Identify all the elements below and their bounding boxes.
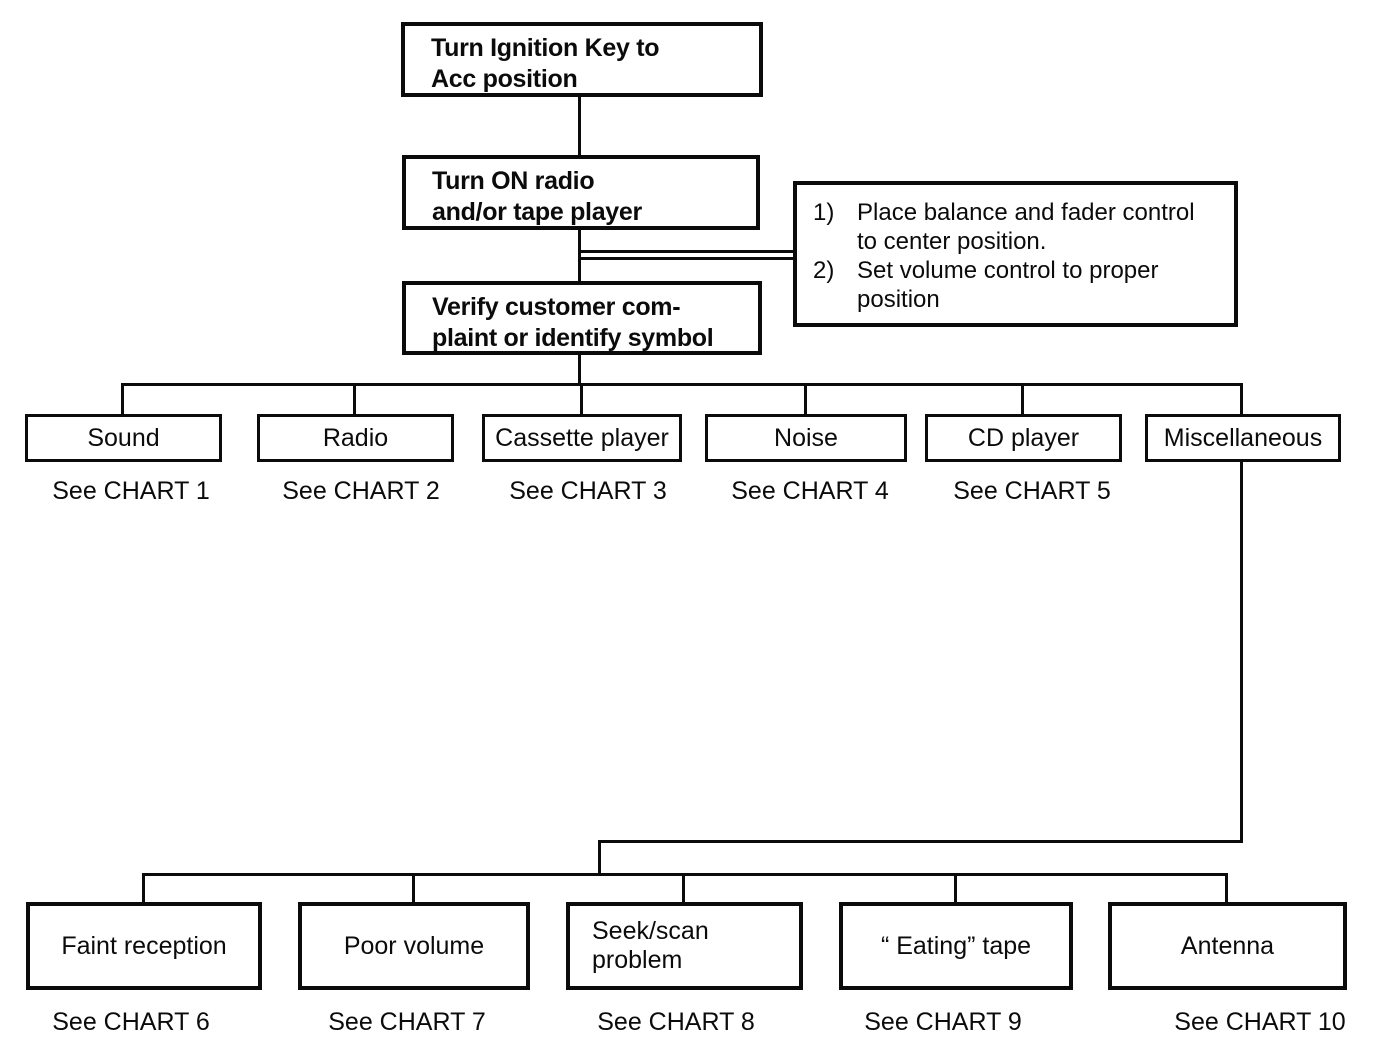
flow-box-seek-scan-problem: Seek/scan problem: [566, 902, 803, 990]
connector-line: [142, 873, 145, 902]
connector-line: [1225, 873, 1228, 902]
flow-box-miscellaneous: Miscellaneous: [1145, 414, 1341, 462]
connector-line: [412, 873, 415, 902]
see-chart-5-label: See CHART 5: [953, 477, 1111, 505]
connector-line: [1240, 460, 1243, 840]
connector-line: [954, 873, 957, 902]
flow-box-eating-tape: “ Eating” tape: [839, 902, 1073, 990]
flow-box-faint-reception: Faint reception: [26, 902, 262, 990]
flow-box-cassette-player: Cassette player: [482, 414, 682, 462]
flow-box-turn-ignition-key: Turn Ignition Key to Acc position: [401, 22, 763, 97]
connector-line: [1240, 383, 1243, 414]
see-chart-2-label: See CHART 2: [282, 477, 440, 505]
flow-box-preparation-note: 1) Place balance and fader control to ce…: [793, 181, 1238, 327]
connector-line: [142, 873, 1228, 876]
connector-line: [578, 354, 581, 383]
connector-line: [682, 873, 685, 902]
see-chart-8-label: See CHART 8: [597, 1008, 755, 1036]
connector-line: [598, 840, 601, 873]
note-item-number: 2): [813, 257, 835, 284]
connector-line: [121, 383, 124, 414]
see-chart-6-label: See CHART 6: [52, 1008, 210, 1036]
flow-box-antenna: Antenna: [1108, 902, 1347, 990]
flow-box-radio: Radio: [257, 414, 454, 462]
connector-line: [598, 840, 1243, 843]
note-item-text: Place balance and fader control to cente…: [857, 199, 1195, 255]
flow-box-turn-on-radio: Turn ON radio and/or tape player: [402, 155, 760, 230]
flow-box-poor-volume: Poor volume: [298, 902, 530, 990]
flow-box-cd-player: CD player: [925, 414, 1122, 462]
connector-line: [353, 383, 356, 414]
see-chart-7-label: See CHART 7: [328, 1008, 486, 1036]
connector-line: [804, 383, 807, 414]
connector-line: [578, 230, 581, 281]
connector-line: [580, 383, 583, 414]
flow-box-sound: Sound: [25, 414, 222, 462]
note-item-1: 1) Place balance and fader control to ce…: [813, 198, 1230, 256]
note-item-text: Set volume control to proper position: [857, 257, 1159, 313]
see-chart-1-label: See CHART 1: [52, 477, 210, 505]
connector-line: [578, 96, 581, 155]
flow-box-verify-complaint: Verify customer com- plaint or identify …: [402, 281, 762, 355]
connector-line: [580, 250, 794, 253]
see-chart-9-label: See CHART 9: [864, 1008, 1022, 1036]
see-chart-10-label: See CHART 10: [1174, 1008, 1346, 1036]
see-chart-3-label: See CHART 3: [509, 477, 667, 505]
see-chart-4-label: See CHART 4: [731, 477, 889, 505]
connector-line: [1021, 383, 1024, 414]
connector-line: [121, 383, 1243, 386]
connector-line: [580, 257, 794, 260]
flow-box-noise: Noise: [705, 414, 907, 462]
note-item-2: 2) Set volume control to proper position: [813, 256, 1230, 314]
note-item-number: 1): [813, 199, 835, 226]
